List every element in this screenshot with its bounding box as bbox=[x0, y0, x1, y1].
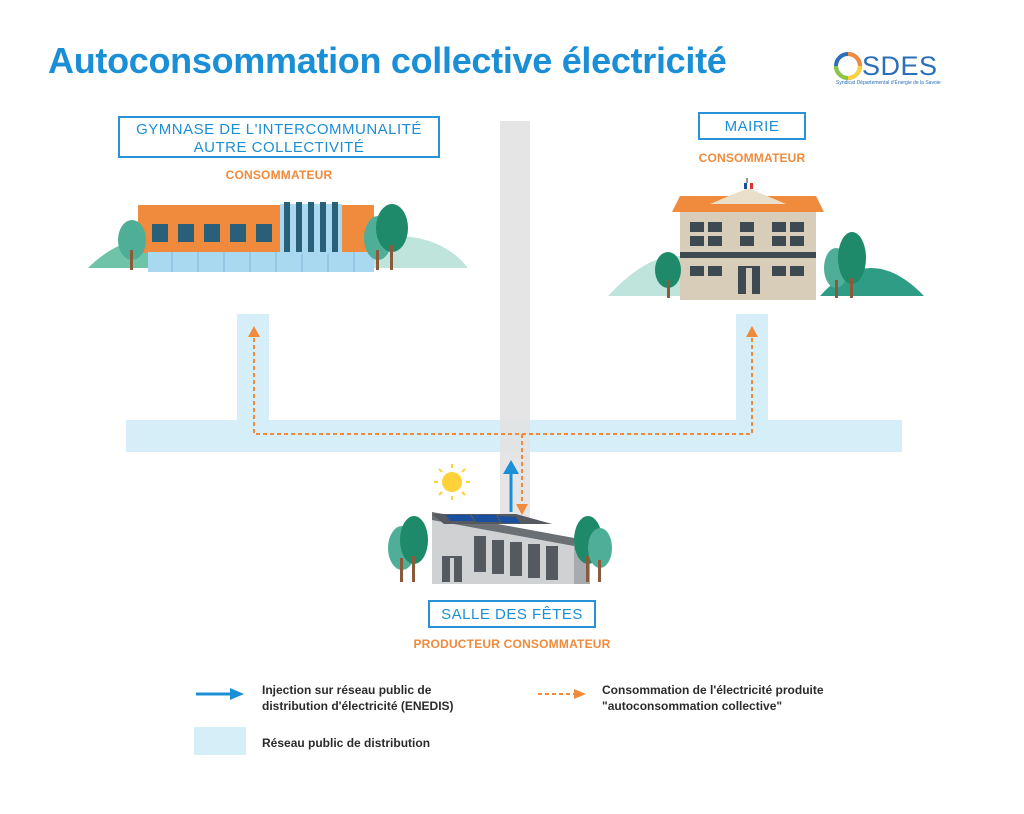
salle-role: PRODUCTEUR CONSOMMATEUR bbox=[413, 637, 611, 651]
arrow-head-salle bbox=[516, 504, 528, 515]
logo-subtitle: Syndicat Départemental d'Énergie de la S… bbox=[836, 80, 941, 86]
mairie-label-box: MAIRIE bbox=[698, 112, 806, 140]
gymnase-label-line1: GYMNASE DE L'INTERCOMMUNALITÉ bbox=[136, 121, 422, 138]
gymnase-illustration bbox=[88, 202, 468, 272]
legend-injection-line1: Injection sur réseau public de bbox=[262, 683, 432, 697]
legend-injection-text: Injection sur réseau public de distribut… bbox=[262, 682, 454, 714]
legend-consommation-line2: "autoconsommation collective" bbox=[602, 699, 783, 713]
gymnase-label-line2: AUTRE COLLECTIVITÉ bbox=[193, 139, 365, 156]
injection-column bbox=[500, 121, 530, 521]
legend-injection-icon bbox=[196, 688, 244, 700]
arrow-head-mairie bbox=[746, 326, 758, 337]
sun-icon bbox=[434, 464, 470, 500]
salle-illustration bbox=[388, 464, 612, 584]
salle-label-box: SALLE DES FÊTES bbox=[428, 600, 596, 628]
mairie-label: MAIRIE bbox=[724, 118, 780, 135]
legend-consommation-icon bbox=[538, 689, 586, 699]
injection-arrow bbox=[503, 460, 519, 512]
salle-label: SALLE DES FÊTES bbox=[441, 606, 583, 623]
sdes-logo-icon bbox=[834, 52, 862, 80]
gymnase-role: CONSOMMATEUR bbox=[225, 168, 333, 182]
arrow-head-gymnase bbox=[248, 326, 260, 337]
legend-reseau-swatch bbox=[194, 727, 246, 755]
page-title: Autoconsommation collective électricité bbox=[48, 40, 727, 81]
legend-reseau-text: Réseau public de distribution bbox=[262, 736, 431, 750]
mairie-role: CONSOMMATEUR bbox=[698, 151, 806, 165]
legend-consommation-line1: Consommation de l'électricité produite bbox=[602, 683, 824, 697]
legend-consommation-text: Consommation de l'électricité produite "… bbox=[602, 682, 824, 714]
logo-name: SDES bbox=[862, 51, 938, 81]
consumption-dashed-path bbox=[253, 336, 753, 508]
gymnase-label-box: GYMNASE DE L'INTERCOMMUNALITÉ AUTRE COLL… bbox=[118, 116, 440, 158]
mairie-illustration bbox=[608, 178, 924, 300]
legend-injection-line2: distribution d'électricité (ENEDIS) bbox=[262, 699, 454, 713]
